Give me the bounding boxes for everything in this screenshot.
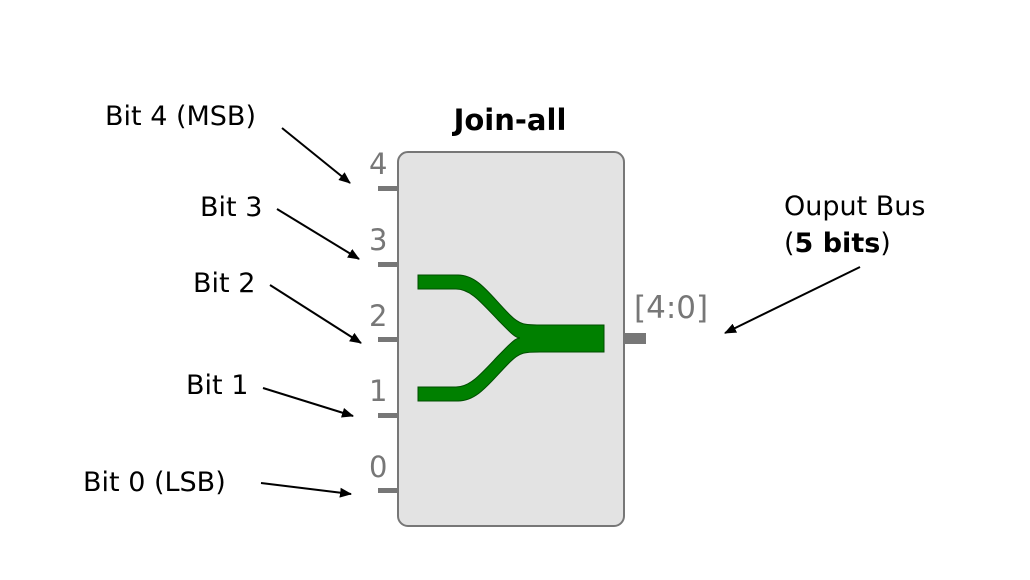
- arrow-output-bus: [724, 266, 861, 334]
- arrow-bit-0: [260, 482, 352, 498]
- label-bit-1: Bit 1: [186, 370, 248, 401]
- output-bus-range: [4:0]: [634, 290, 708, 326]
- pin-number-4: 4: [369, 147, 387, 181]
- input-pin-4[interactable]: [378, 186, 398, 191]
- label-bit-2: Bit 2: [193, 268, 255, 299]
- pin-number-3: 3: [369, 223, 387, 257]
- input-pin-numbers: 4 3 2 1 0: [369, 147, 387, 484]
- label-bit-0: Bit 0 (LSB): [83, 467, 226, 498]
- output-label-paren-close: ): [880, 228, 891, 259]
- input-pins: [378, 186, 398, 493]
- input-pin-0[interactable]: [378, 488, 398, 493]
- input-pin-3[interactable]: [378, 262, 398, 267]
- input-pin-1[interactable]: [378, 413, 398, 418]
- arrow-bit-3: [276, 208, 360, 260]
- input-labels: Bit 4 (MSB) Bit 3 Bit 2 Bit 1 Bit 0 (LSB…: [83, 101, 262, 498]
- pin-number-1: 1: [369, 374, 387, 408]
- output-label-paren-open: (: [784, 228, 795, 259]
- input-arrows: [260, 127, 362, 498]
- arrow-bit-2: [269, 284, 362, 344]
- pin-number-2: 2: [369, 299, 387, 333]
- arrow-bit-4: [281, 127, 351, 184]
- join-icon: [417, 274, 605, 402]
- output-pin[interactable]: [624, 333, 646, 344]
- arrow-bit-1: [262, 387, 354, 418]
- label-bit-3: Bit 3: [200, 192, 262, 223]
- block-title: Join-all: [452, 103, 567, 137]
- label-bit-4: Bit 4 (MSB): [105, 101, 256, 132]
- output-label-bit-count: 5 bits: [795, 228, 881, 259]
- pin-number-0: 0: [369, 450, 387, 484]
- output-label-line-1: Ouput Bus: [784, 191, 926, 222]
- output-label-line-2: (5 bits): [784, 228, 891, 259]
- input-pin-2[interactable]: [378, 337, 398, 342]
